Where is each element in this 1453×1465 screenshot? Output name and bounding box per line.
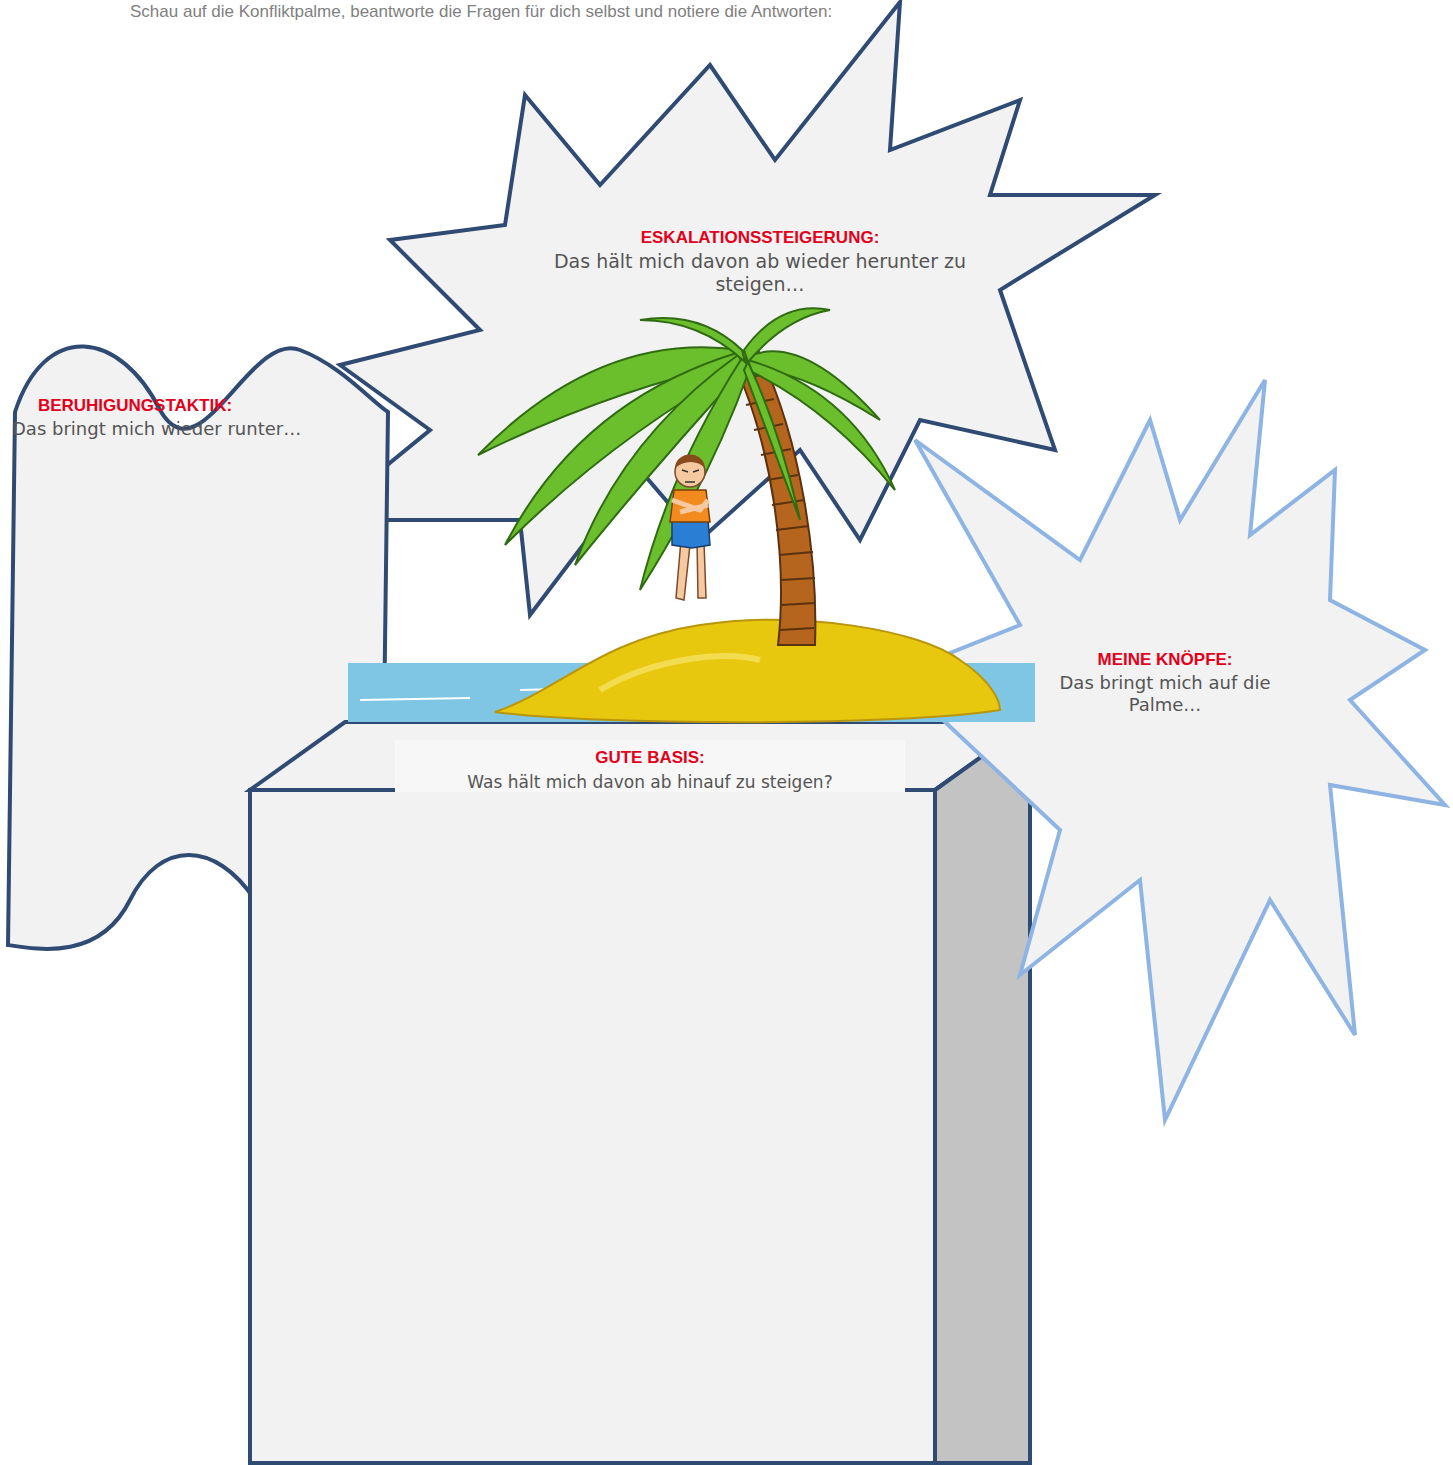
foundation-box: GUTE BASIS: Was hält mich davon ab hinauf… bbox=[245, 715, 1035, 1465]
outline-shape bbox=[250, 790, 935, 1463]
outline-shape bbox=[935, 722, 1030, 1463]
node-outline bbox=[890, 375, 1450, 1125]
worksheet-instruction: Schau auf die Konfliktpalme, beantworte … bbox=[130, 2, 1330, 22]
node-prompt: Das hält mich davon ab wieder herunter z… bbox=[510, 250, 1010, 296]
node-heading: ESKALATIONSSTEIGERUNG: bbox=[520, 228, 1000, 248]
node-heading: MEINE KNÖPFE: bbox=[1040, 650, 1290, 670]
node-outline bbox=[245, 715, 1035, 1465]
node-prompt: Was hält mich davon ab hinauf zu steigen… bbox=[390, 772, 910, 792]
node-prompt: Das bringt mich wieder runter… bbox=[12, 418, 387, 440]
triggers-starburst: MEINE KNÖPFE:Das bringt mich auf die Pal… bbox=[890, 375, 1450, 1125]
node-heading: GUTE BASIS: bbox=[400, 748, 900, 768]
node-heading: BERUHIGUNGSTAKTIK: bbox=[15, 396, 255, 416]
legs bbox=[676, 540, 706, 600]
node-prompt: Das bringt mich auf die Palme… bbox=[1035, 672, 1295, 715]
island-highlight bbox=[600, 656, 760, 690]
wave-line bbox=[360, 689, 1000, 712]
